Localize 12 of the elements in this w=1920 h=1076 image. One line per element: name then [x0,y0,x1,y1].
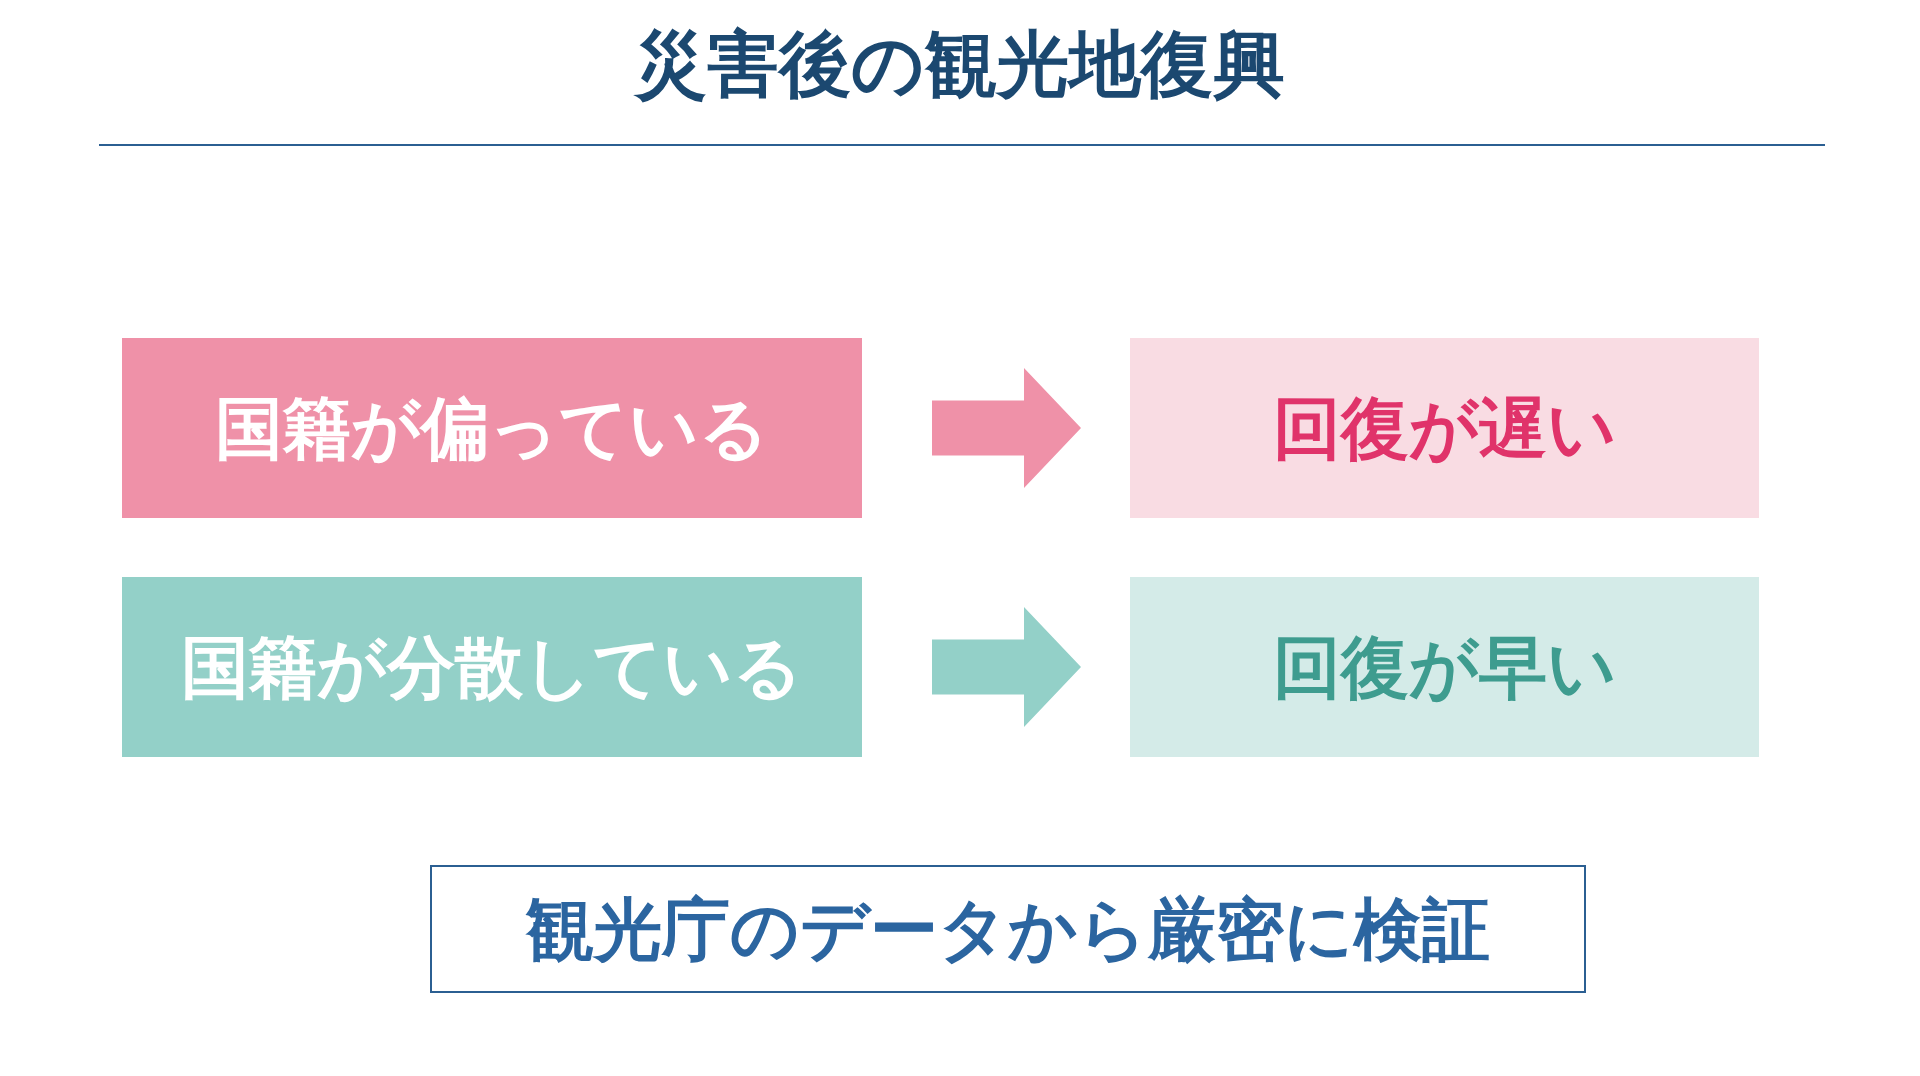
cause-text: 国籍が分散している [181,626,803,709]
result-box [1130,577,1759,757]
cause-text: 国籍が偏っている [215,387,769,470]
result-text: 回復が早い [1272,626,1617,709]
cause-box [122,338,862,518]
block-arrow [932,368,1081,488]
conclusion-text: 観光庁のデータから厳密に検証 [526,888,1490,971]
conclusion-box [430,865,1586,993]
cause-box [122,577,862,757]
block-arrow [932,607,1081,727]
result-box [1130,338,1759,518]
result-text: 回復が遅い [1272,387,1617,470]
